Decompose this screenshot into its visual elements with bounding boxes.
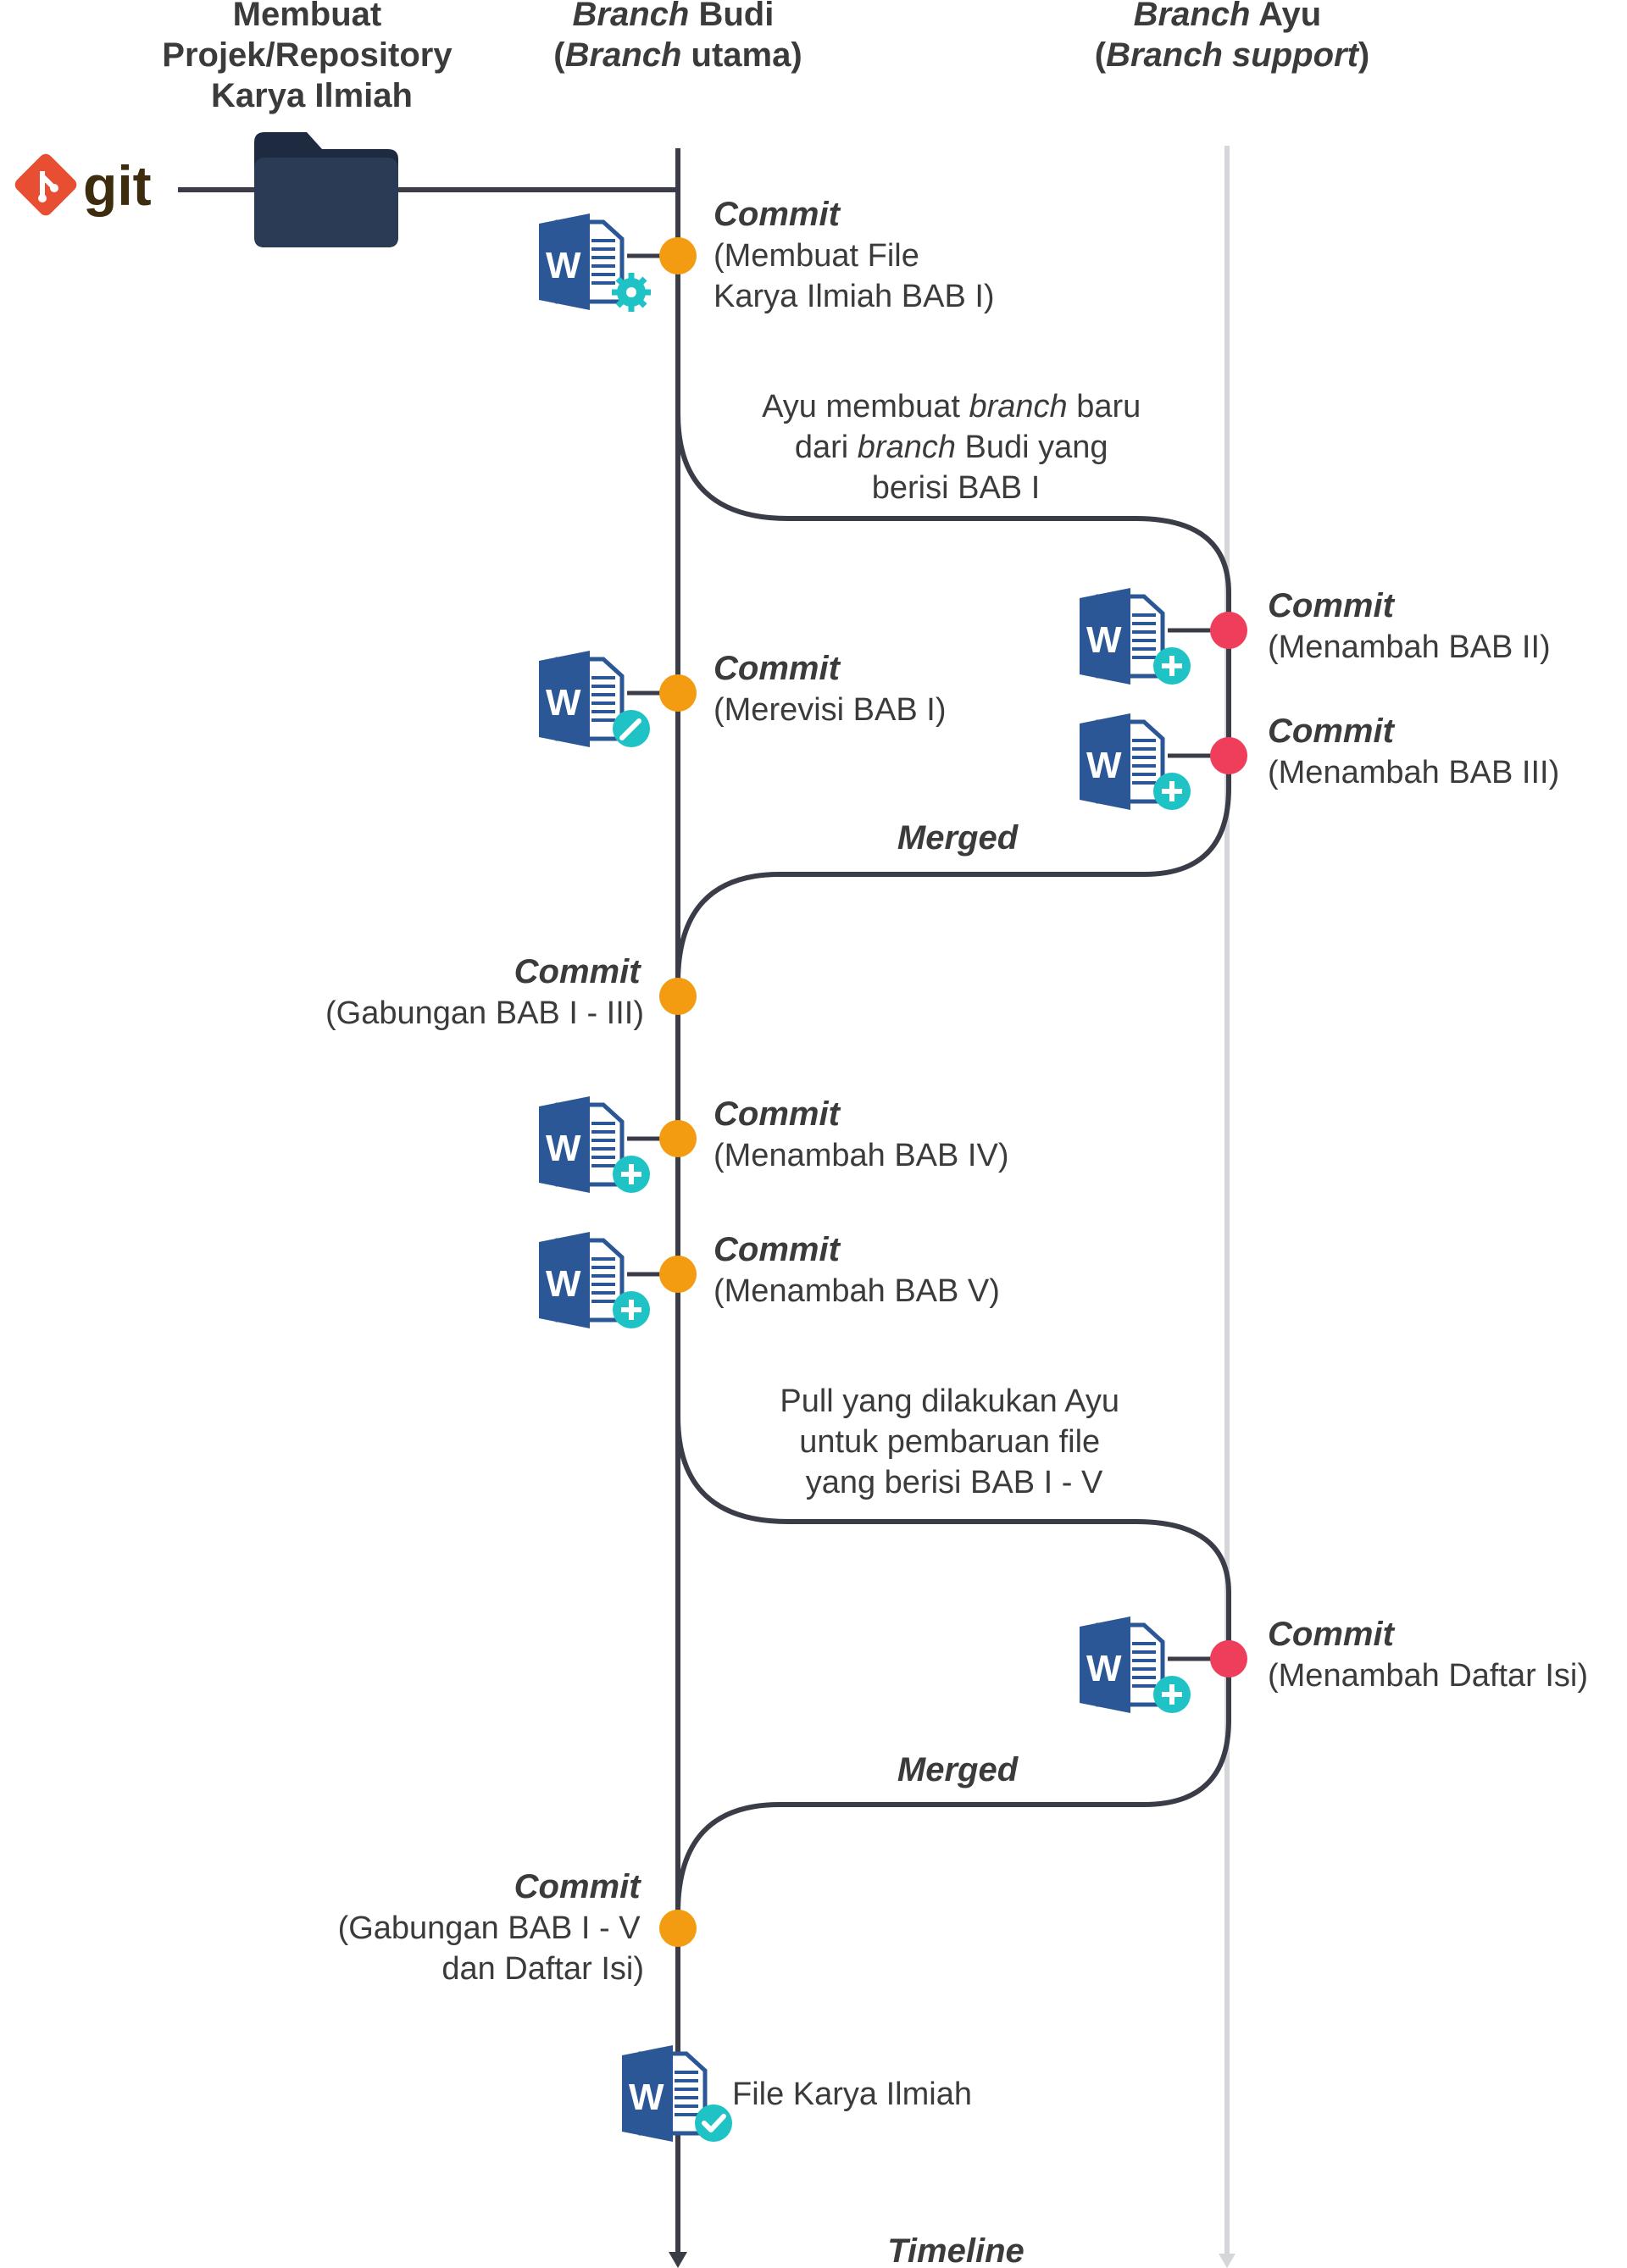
commit-label-a3: Commit (Menambah Daftar Isi) [1268, 1616, 1588, 1694]
branch-annotation: Ayu membuat branch baru dari branch Budi… [762, 389, 1150, 506]
commit-dot-budi [659, 674, 697, 712]
header-branch-budi: Branch Budi (Branch utama) [553, 0, 802, 74]
folder-icon [254, 132, 398, 247]
commit-dot-budi [659, 1910, 697, 1947]
word-doc-icon [539, 651, 622, 747]
commit-dot-budi [659, 1120, 697, 1157]
commit-label-c2: Commit (Merevisi BAB I) [714, 650, 946, 728]
git-logo-text: git [83, 154, 152, 217]
plus-badge-icon [613, 1156, 650, 1193]
word-doc-icon [539, 213, 622, 310]
commit-dot-ayu [1210, 1640, 1247, 1677]
plus-badge-icon [1153, 773, 1191, 810]
header-project: Membuat Projek/Repository Karya Ilmiah [162, 0, 461, 114]
plus-badge-icon [613, 1291, 650, 1328]
timeline-label: Timeline [887, 2232, 1025, 2268]
commit-label-c3: Commit (Gabungan BAB I - III) [325, 953, 644, 1031]
commit-label-c4: Commit (Menambah BAB IV) [714, 1095, 1008, 1173]
final-file-label: File Karya Ilmiah [732, 2077, 972, 2112]
merged-label: Merged [897, 1751, 1019, 1788]
commit-dot-ayu [1210, 737, 1247, 774]
budi-arrowhead [669, 2252, 687, 2268]
word-doc-icon [1080, 1616, 1163, 1713]
word-doc-icon [1080, 713, 1163, 810]
commit-dot-budi [659, 978, 697, 1015]
commit-dot-ayu [1210, 612, 1247, 649]
commit-dot-budi [659, 237, 697, 274]
pencil-badge-icon [613, 710, 650, 747]
check-badge-icon [695, 2104, 732, 2142]
plus-badge-icon [1153, 647, 1191, 685]
merged-label: Merged [897, 819, 1019, 857]
word-doc-icon [539, 1096, 622, 1193]
commit-label-a1: Commit (Menambah BAB II) [1268, 587, 1551, 665]
ayu-arrowhead [1219, 2254, 1236, 2268]
header-branch-ayu: Branch Ayu (Branch support) [1095, 0, 1369, 74]
branch-curves [675, 413, 1231, 1914]
commit-label-c5: Commit (Menambah BAB V) [714, 1231, 1000, 1309]
pull-annotation: Pull yang dilakukan Ayu untuk pembaruan … [780, 1384, 1128, 1500]
plus-badge-icon [1153, 1676, 1191, 1713]
commit-label-c6: Commit (Gabungan BAB I - V dan Daftar Is… [338, 1868, 644, 1987]
word-doc-icon [539, 1232, 622, 1328]
commit-label-c1: Commit (Membuat File Karya Ilmiah BAB I) [714, 196, 995, 314]
commit-dot-budi [659, 1256, 697, 1293]
word-doc-icon [622, 2045, 705, 2142]
gear-badge-icon [612, 273, 651, 312]
commit-label-a2: Commit (Menambah BAB III) [1268, 713, 1559, 790]
word-doc-icon [1080, 588, 1163, 685]
git-logo-icon: git [14, 153, 152, 217]
